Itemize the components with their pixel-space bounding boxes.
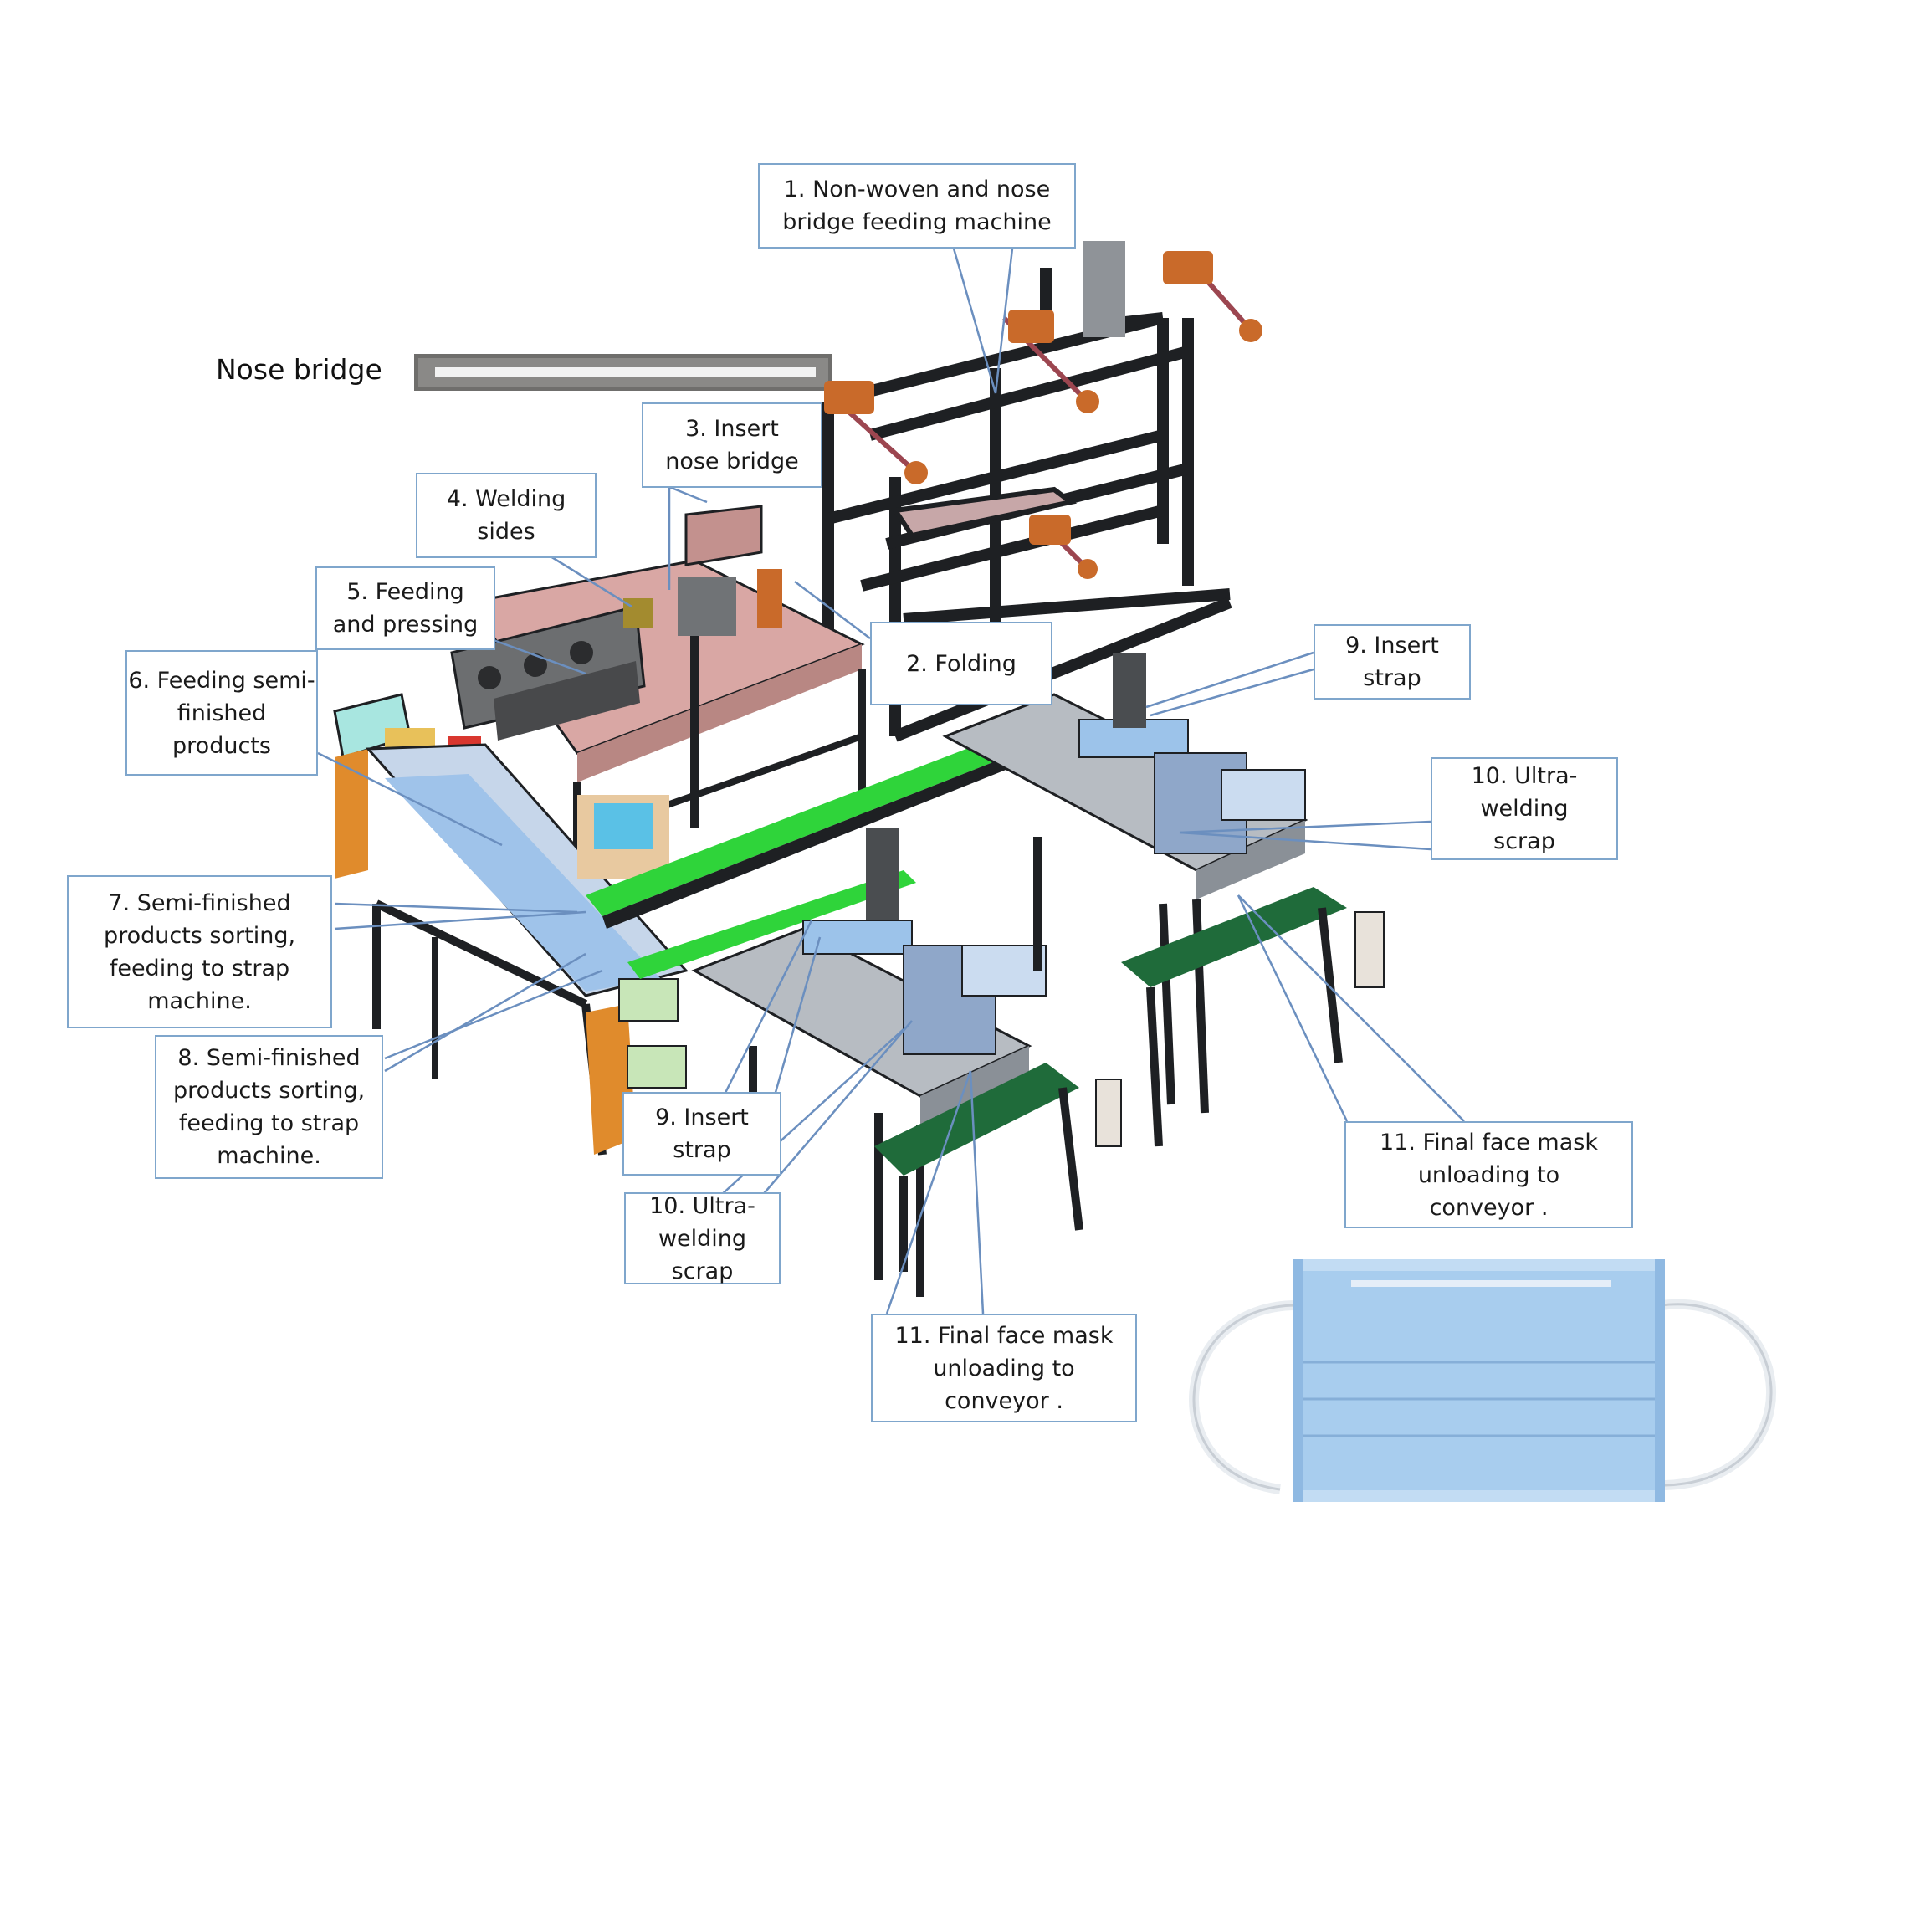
callout-line: machine. [217,1143,321,1169]
callout-ultra-welding-back: 10. Ultra- welding scrap [1431,757,1618,860]
feeding-machine-frame [822,268,1232,742]
callout-line: 10. Ultra- [1471,763,1578,789]
feeding-pressing-heads [450,598,653,741]
callout-feeding-semi-finished: 6. Feeding semi- finished products [125,650,318,776]
callout-line: 9. Insert [655,1104,749,1130]
callout-line: finished [177,700,267,726]
callout-insert-strap-front: 9. Insert strap [622,1092,781,1176]
callout-folding: 2. Folding [870,622,1052,705]
callout-line: strap [1363,665,1421,691]
transfer-conveyor [586,720,1037,979]
callout-line: sides [477,519,535,545]
callout-line: conveyor . [1429,1194,1549,1221]
callout-insert-strap-back: 9. Insert strap [1314,624,1471,700]
callout-sorting-8: 8. Semi-finished products sorting, feedi… [155,1035,383,1179]
callout-final-unloading-front: 11. Final face mask unloading to conveyo… [871,1314,1137,1422]
callout-nonwoven-feeding: 1. Non-woven and nose bridge feeding mac… [758,163,1076,249]
leader-lines [317,248,1465,1314]
callout-line: 11. Final face mask [1380,1129,1598,1156]
callout-line: feeding to strap [178,1110,360,1136]
callout-line: scrap [1493,828,1555,854]
callout-line: welding [658,1225,747,1252]
callout-line: feeding to strap [109,955,290,981]
callout-line: products [172,732,271,759]
callout-line: welding [1480,796,1569,822]
callout-line: 2. Folding [906,650,1017,677]
inner-frame-rack [890,486,1078,539]
callout-line: machine. [147,987,252,1014]
callout-line: bridge feeding machine [782,209,1052,235]
callout-line: conveyor . [945,1387,1063,1414]
callout-welding-sides: 4. Welding sides [416,473,597,558]
callout-line: 5. Feeding [346,579,464,605]
callout-line: 4. Welding [446,486,566,512]
callout-insert-nose-bridge: 3. Insert nose bridge [642,402,822,488]
nose-bridge-label: Nose bridge [216,353,382,386]
callout-line: unloading to [933,1355,1075,1381]
callout-line: unloading to [1417,1161,1560,1188]
callout-line: scrap [671,1258,734,1284]
sorting-channel [365,743,689,1156]
callout-line: 6. Feeding semi- [128,667,315,694]
roller-units [824,251,1262,579]
callout-line: 11. Final face mask [894,1322,1114,1349]
callout-line: 10. Ultra- [649,1192,755,1219]
callout-line: strap [673,1137,731,1163]
callout-feeding-pressing: 5. Feeding and pressing [315,566,495,650]
callout-line: products sorting, [172,1078,366,1104]
callout-line: 3. Insert [685,416,779,442]
callout-line: nose bridge [665,448,799,474]
roller-motor [1083,241,1125,337]
callout-line: and pressing [332,612,479,638]
callout-line: 8. Semi-finished [177,1045,361,1071]
callout-line: 1. Non-woven and nose [783,177,1051,202]
callout-line: 7. Semi-finished [108,889,291,916]
callout-sorting-7: 7. Semi-finished products sorting, feedi… [67,875,332,1028]
callout-line: 9. Insert [1345,633,1439,659]
callout-line: products sorting, [103,922,296,949]
nose-bridge-strip [414,354,832,391]
face-mask-product [1189,1259,1777,1502]
callout-ultra-welding-front: 10. Ultra- welding scrap [624,1192,781,1284]
callout-final-unloading-back: 11. Final face mask unloading to conveyo… [1344,1121,1633,1228]
strap-machine-front [691,828,1122,1297]
